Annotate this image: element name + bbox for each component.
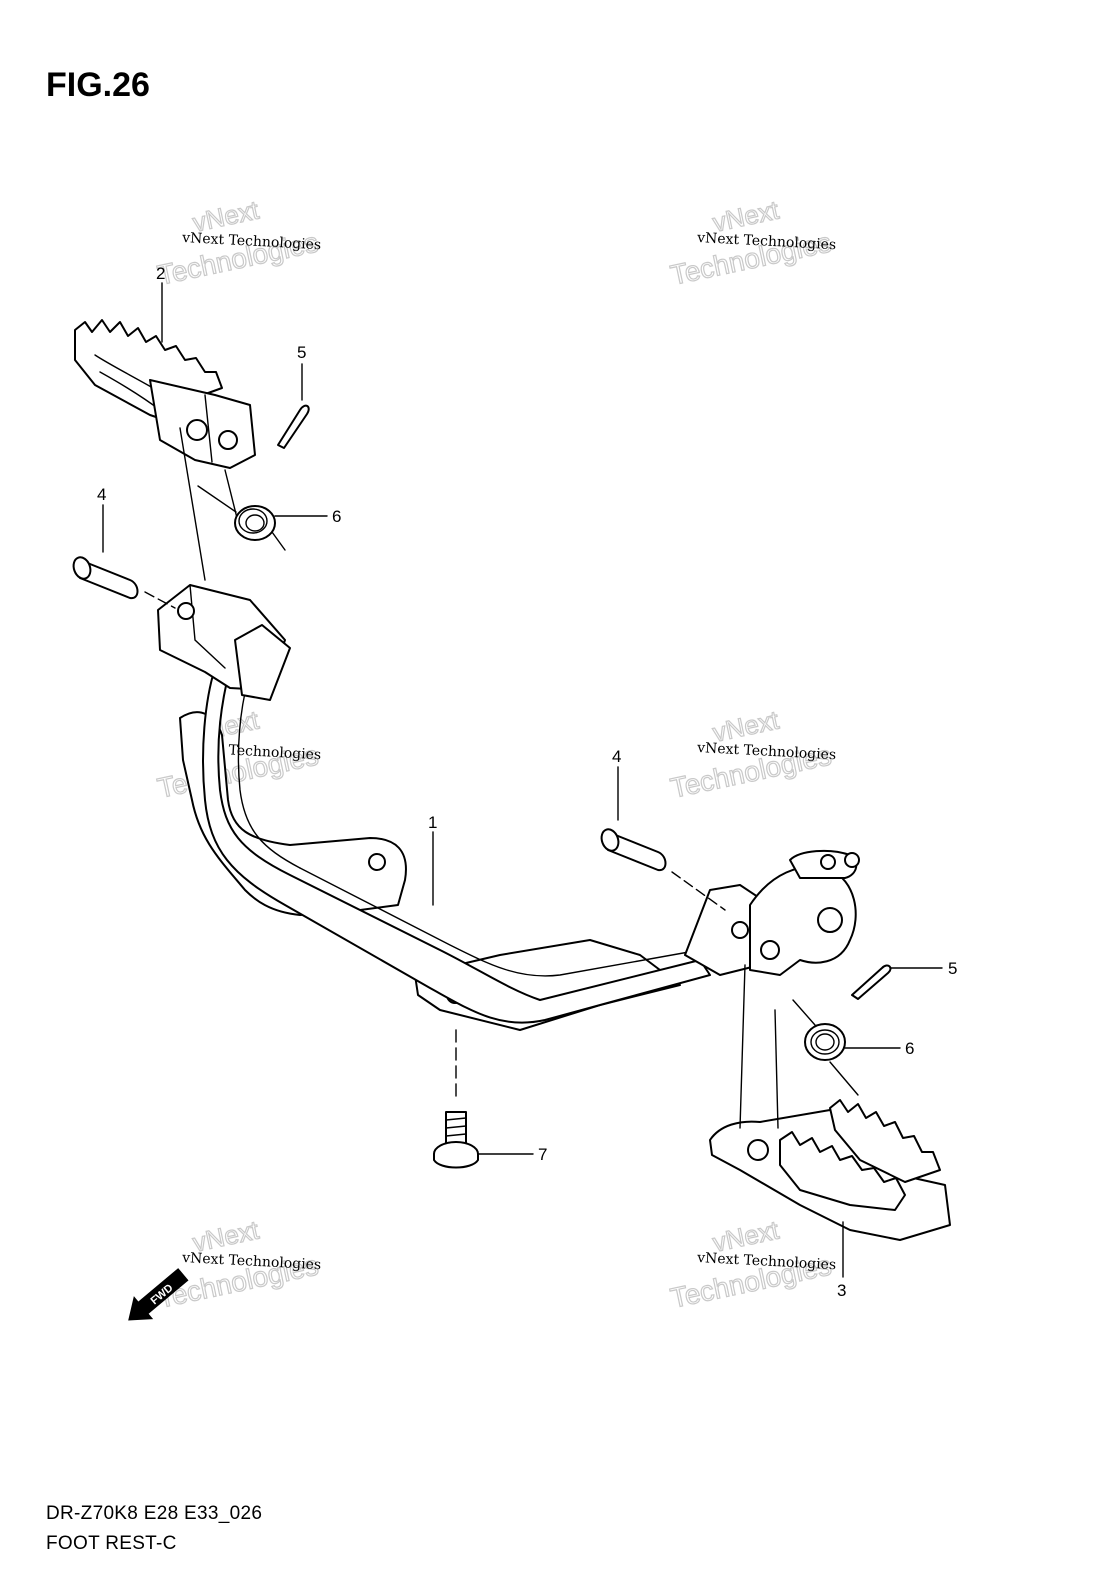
- watermark-bottom-left: vNext Technologies vNext Technologies: [154, 1214, 322, 1315]
- cotter-pin-left-part-5: [277, 404, 310, 449]
- footrest-peg-right-part-3: [709, 964, 951, 1241]
- svg-text:vNext Technologies: vNext Technologies: [696, 1250, 837, 1273]
- footrest-peg-left-part-2: [74, 319, 256, 581]
- svg-text:6: 6: [332, 507, 341, 526]
- watermark-top-right: vNext Technologies vNext Technologies: [667, 194, 837, 292]
- callout-5-left: 5: [297, 343, 306, 401]
- svg-text:6: 6: [905, 1039, 914, 1058]
- watermark-mid-right: vNext Technologies vNext Technologies: [667, 704, 837, 805]
- svg-text:vNext Technologies: vNext Technologies: [696, 740, 837, 763]
- svg-text:4: 4: [612, 747, 621, 766]
- spring-right-part-6: [792, 999, 859, 1096]
- callout-4-right: 4: [612, 747, 621, 821]
- svg-text:5: 5: [948, 959, 957, 978]
- svg-text:1: 1: [428, 813, 437, 832]
- bolt-part-7: [433, 1029, 479, 1169]
- svg-text:vNext Technologies: vNext Technologies: [696, 230, 837, 253]
- figure-title: FIG.26: [46, 66, 150, 104]
- svg-text:5: 5: [297, 343, 306, 362]
- callout-6-left: 6: [274, 507, 341, 526]
- callout-3: 3: [837, 1221, 846, 1300]
- svg-text:vNext Technologies: vNext Technologies: [181, 230, 322, 253]
- svg-text:2: 2: [156, 264, 165, 283]
- watermark-top-left: vNext Technologies vNext Technologies: [154, 194, 322, 292]
- spring-left-part-6: [197, 485, 286, 551]
- footrest-bracket-part-1: [157, 584, 860, 1031]
- svg-text:vNext Technologies: vNext Technologies: [181, 1250, 322, 1273]
- callout-5-right: 5: [889, 959, 957, 978]
- callout-1: 1: [428, 813, 437, 906]
- callout-7: 7: [477, 1145, 547, 1164]
- callout-2: 2: [156, 264, 165, 343]
- pin-left-part-4: [72, 556, 176, 609]
- svg-text:7: 7: [538, 1145, 547, 1164]
- diagram-code: DR-Z70K8 E28 E33_026: [46, 1503, 263, 1524]
- cotter-pin-right-part-5: [851, 964, 892, 1000]
- svg-text:4: 4: [97, 485, 106, 504]
- callout-4-left: 4: [97, 485, 106, 553]
- watermark-bottom-right: vNext Technologies vNext Technologies: [667, 1214, 837, 1315]
- callout-6-right: 6: [844, 1039, 914, 1058]
- svg-text:3: 3: [837, 1281, 846, 1300]
- pin-right-part-4: [600, 828, 726, 911]
- diagram-name: FOOT REST-C: [46, 1533, 177, 1554]
